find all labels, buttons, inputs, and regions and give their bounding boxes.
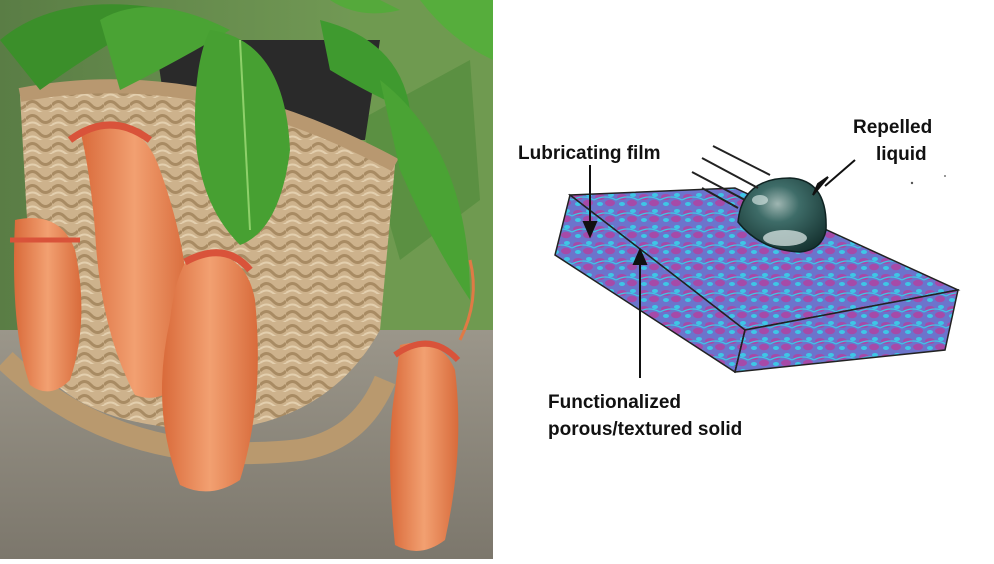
pitcher-left bbox=[10, 218, 82, 392]
repelled-liquid-label-line2: liquid bbox=[876, 144, 927, 165]
slips-schematic: Lubricating film Repelled liquid Functio… bbox=[518, 117, 961, 440]
repelled-liquid-label-line1: Repelled bbox=[853, 117, 932, 138]
leaf bbox=[195, 30, 290, 245]
pitcher-center bbox=[67, 121, 190, 398]
lubricating-film-label: Lubricating film bbox=[518, 143, 661, 164]
leaf bbox=[380, 80, 470, 300]
solid-label-line1: Functionalized bbox=[548, 392, 681, 413]
pitcher-front bbox=[162, 249, 258, 492]
repelled-liquid-arrow bbox=[824, 159, 856, 187]
pitcher-plant-illustration bbox=[0, 0, 493, 559]
pitcher-plant-photo bbox=[0, 0, 493, 559]
leaf bbox=[100, 7, 230, 91]
motion-lines bbox=[691, 145, 771, 209]
slips-diagram: Lubricating film Repelled liquid Functio… bbox=[493, 0, 994, 559]
solid-label-line2: porous/textured solid bbox=[548, 419, 742, 440]
pitcher-right bbox=[390, 340, 461, 551]
